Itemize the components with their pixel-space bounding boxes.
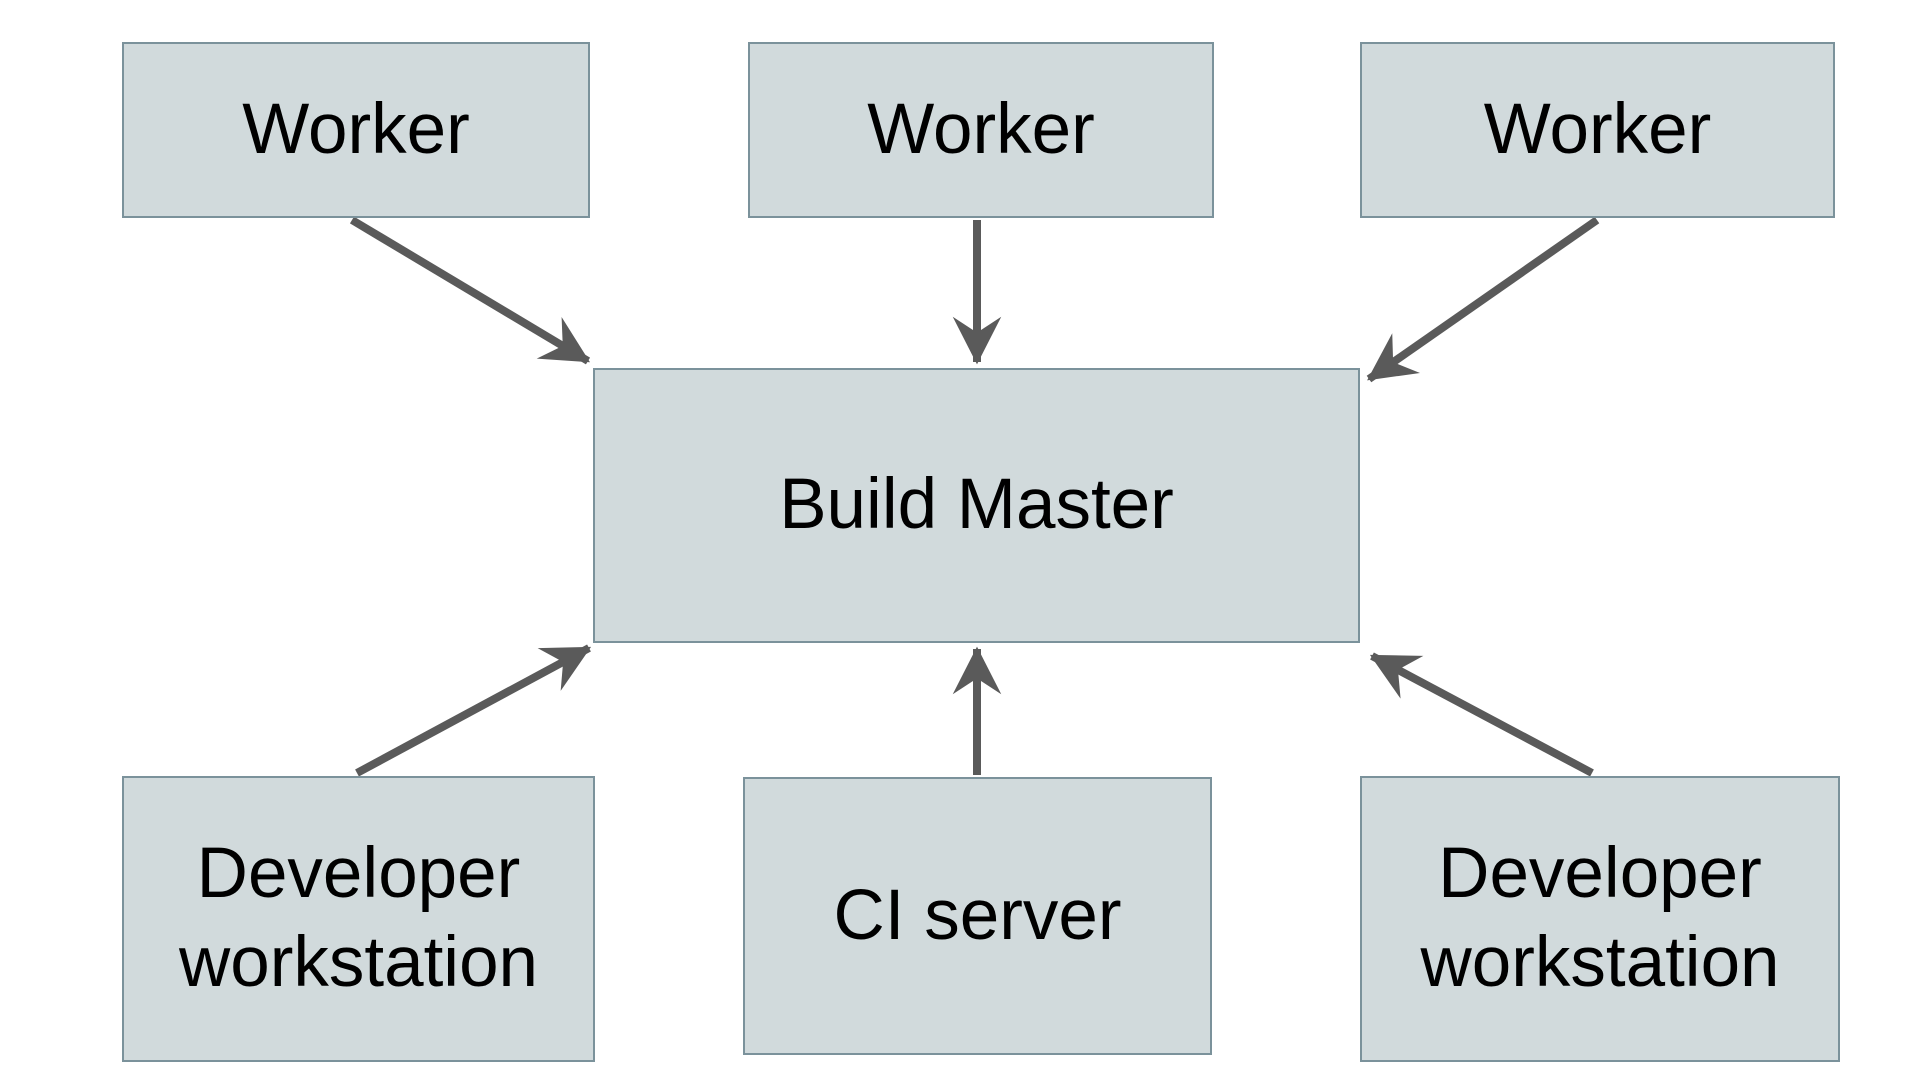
node-developer-workstation-right: Developer workstation (1360, 776, 1840, 1062)
node-developer-workstation-left-label: Developer workstation (178, 834, 539, 1002)
node-worker-1: Worker (122, 42, 590, 218)
arrow-developer-workstation-right-to-build-master (1369, 652, 1594, 777)
node-developer-workstation-right-label: Developer workstation (1420, 834, 1780, 1002)
node-ci-server: CI server (743, 777, 1212, 1055)
arrow-worker-1-to-build-master (349, 216, 591, 365)
node-build-master-label: Build Master (779, 465, 1174, 545)
node-worker-2-label: Worker (867, 89, 1095, 169)
node-worker-1-label: Worker (242, 89, 470, 169)
node-worker-2: Worker (748, 42, 1214, 218)
node-developer-workstation-left: Developer workstation (122, 776, 595, 1062)
node-worker-3: Worker (1360, 42, 1835, 218)
node-build-master: Build Master (593, 368, 1360, 643)
arrow-developer-workstation-left-to-build-master (355, 644, 592, 777)
arrow-worker-3-to-build-master (1366, 216, 1600, 383)
node-ci-server-label: CI server (833, 875, 1122, 955)
node-worker-3-label: Worker (1483, 89, 1712, 169)
